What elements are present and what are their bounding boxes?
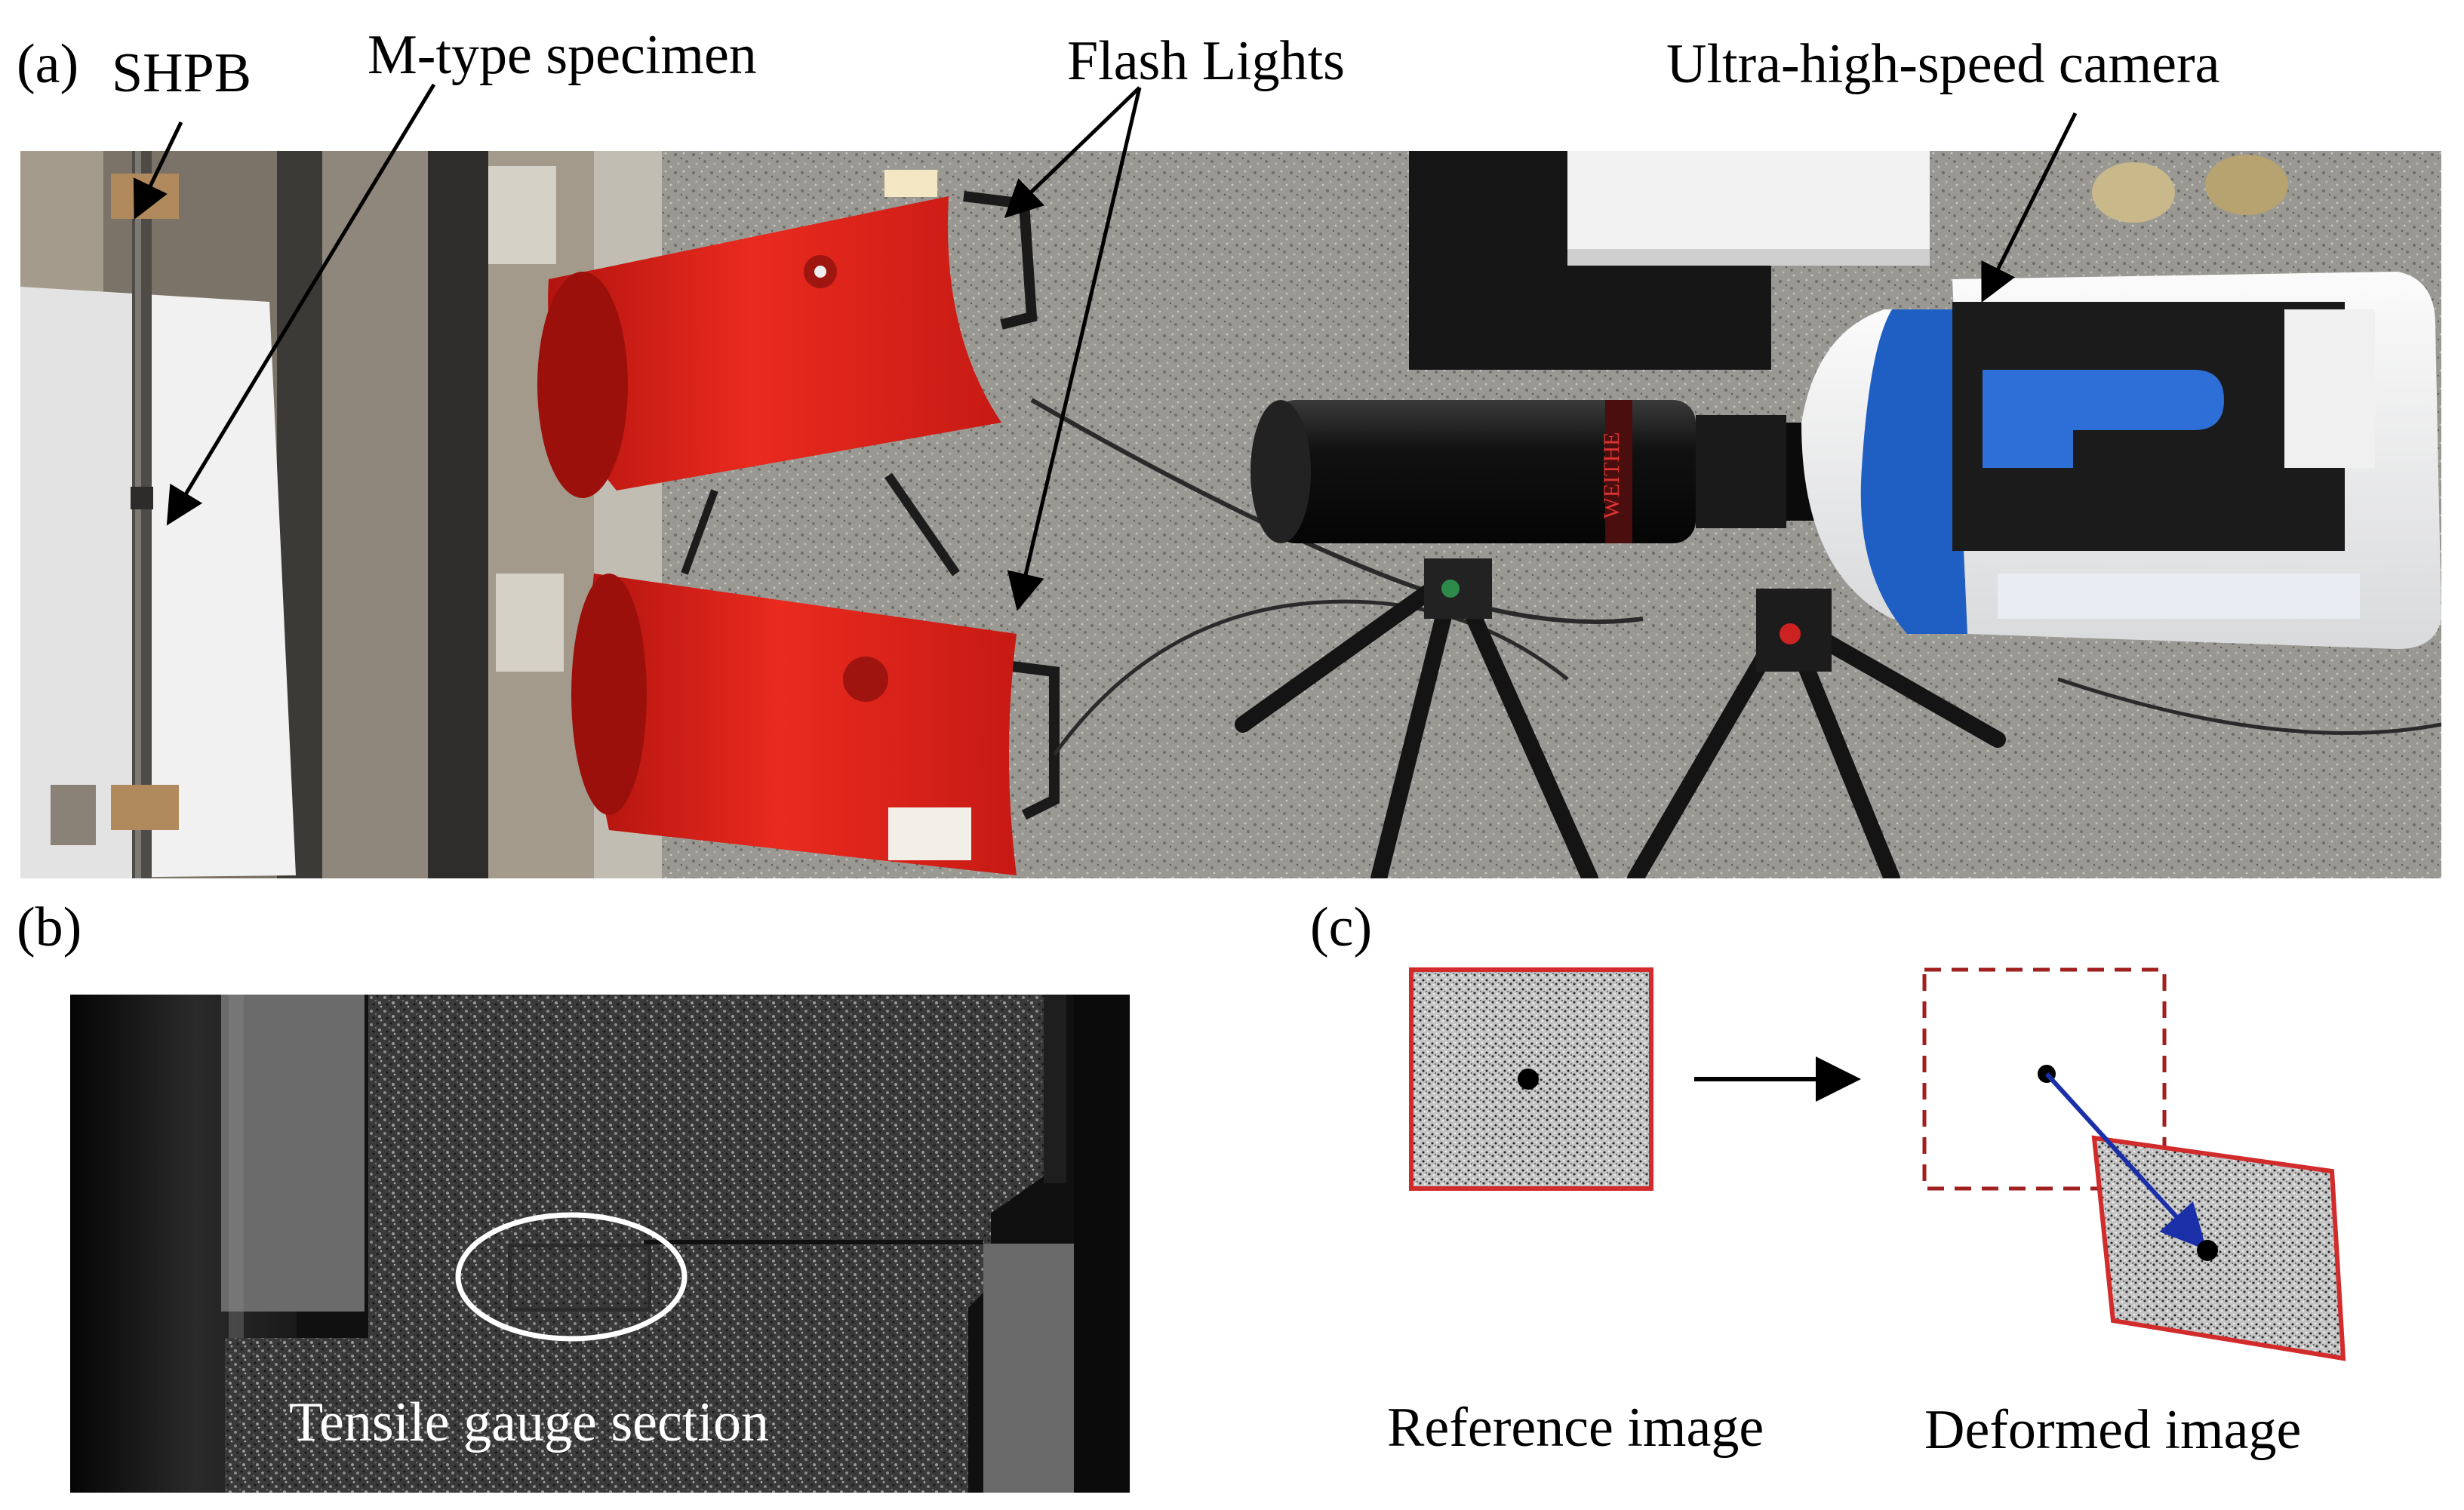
displaced-point (2197, 1240, 2218, 1261)
ultra-high-speed-camera-body (1801, 272, 2441, 649)
specimen-arrow (166, 83, 436, 526)
flash-arrow-upper (1004, 86, 1141, 218)
gauge-highlight-ellipse (455, 1212, 688, 1342)
shpb-arrow (133, 121, 183, 220)
specimen-label: M-type specimen (368, 24, 757, 86)
lower-flash-light (571, 574, 1060, 875)
deformed-image-patch (2091, 1135, 2346, 1361)
deformed-image-label: Deformed image (1924, 1399, 2302, 1461)
panel-c-tag: (c) (1310, 896, 1373, 958)
setup-illustration: WEITHE (20, 151, 2441, 878)
shpb-label: SHPB (112, 42, 252, 104)
upper-flash-light (537, 170, 1038, 577)
speckle-illustration (70, 995, 1130, 1493)
undeformed-outline (1922, 967, 2167, 1191)
camera-arrow (1981, 112, 2078, 303)
panel-a-tag: (a) (17, 33, 79, 95)
displacement-vector (2044, 1072, 2207, 1250)
panel-a-arrows (133, 83, 2078, 611)
reference-image-label: Reference image (1387, 1397, 1764, 1459)
experimental-setup-photo: WEITHE (20, 151, 2441, 878)
dic-schematic (1409, 967, 2346, 1361)
flash-arrow-lower (1007, 87, 1142, 611)
specimen-speckle-image: Tensile gauge section (70, 995, 1130, 1493)
reference-point (1518, 1069, 1539, 1090)
flash-lights-label: Flash Lights (1067, 30, 1345, 92)
reference-image-square (1409, 967, 1653, 1191)
camera-label: Ultra-high-speed camera (1666, 33, 2220, 95)
panel-b-tag: (b) (17, 896, 82, 958)
lens-brand-text: WEITHE (1599, 432, 1624, 519)
tensile-gauge-label: Tensile gauge section (289, 1392, 769, 1453)
